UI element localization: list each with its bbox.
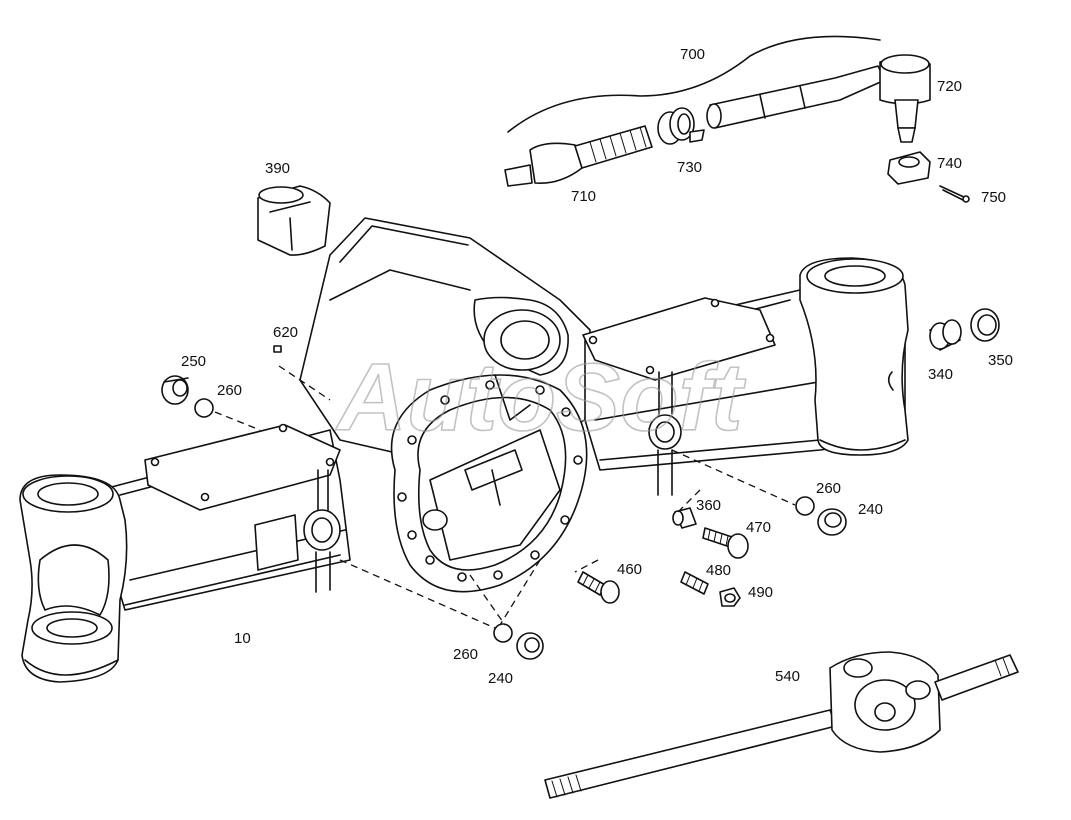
leader-lines — [214, 365, 796, 629]
oring-260-bottom — [493, 623, 513, 643]
bushing-340 — [929, 319, 962, 351]
plug-240-right — [817, 508, 847, 536]
seal-350 — [970, 308, 1000, 342]
label-620: 620 — [273, 324, 298, 341]
watermark-text: AutoSoft — [335, 344, 746, 451]
plug-620 — [273, 345, 282, 353]
bushing-390 — [257, 185, 331, 256]
label-260-right: 260 — [816, 480, 841, 497]
breather-250 — [161, 375, 189, 405]
label-740: 740 — [937, 155, 962, 172]
label-240-right: 240 — [858, 501, 883, 518]
bolt-470 — [702, 527, 749, 559]
label-730: 730 — [677, 159, 702, 176]
label-750: 750 — [981, 189, 1006, 206]
castle-nut — [887, 151, 931, 185]
label-470: 470 — [746, 519, 771, 536]
tie-rod-outer-end — [706, 54, 931, 143]
label-460: 460 — [617, 561, 642, 578]
axle-housing — [19, 217, 909, 683]
label-350: 350 — [988, 352, 1013, 369]
label-490: 490 — [748, 584, 773, 601]
label-10: 10 — [234, 630, 251, 647]
oring-260-right — [795, 496, 815, 516]
label-720: 720 — [937, 78, 962, 95]
nut-490 — [719, 587, 741, 607]
cotter-pin — [939, 185, 970, 203]
label-250: 250 — [181, 353, 206, 370]
label-480: 480 — [706, 562, 731, 579]
sleeve-360 — [672, 507, 697, 529]
label-260-top: 260 — [217, 382, 242, 399]
label-240-bottom: 240 — [488, 670, 513, 687]
callout-labels: 700 720 710 730 740 750 390 620 250 260 … — [181, 46, 1013, 687]
tie-rod-clamp — [657, 107, 705, 145]
drive-shaft — [544, 651, 1019, 799]
tie-rod-assembly — [504, 35, 970, 203]
label-540: 540 — [775, 668, 800, 685]
label-710: 710 — [571, 188, 596, 205]
stud-480 — [680, 571, 709, 595]
tie-rod-group-brace — [507, 35, 881, 133]
label-700: 700 — [680, 46, 705, 63]
label-340: 340 — [928, 366, 953, 383]
bolt-460 — [577, 571, 620, 604]
tie-rod-inner-end — [504, 125, 653, 187]
plug-240-bottom — [516, 632, 544, 660]
label-390: 390 — [265, 160, 290, 177]
label-260-bottom: 260 — [453, 646, 478, 663]
oring-260-top — [194, 398, 214, 418]
label-360: 360 — [696, 497, 721, 514]
